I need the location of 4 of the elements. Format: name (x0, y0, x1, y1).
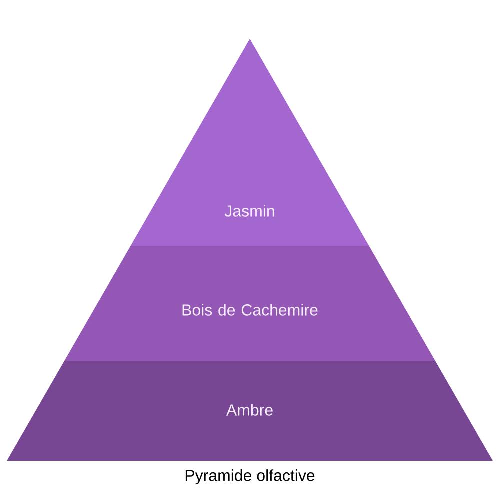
pyramid-tier: Jasmin (130, 39, 370, 246)
pyramid-tier: Bois de Cachemire (64, 246, 436, 361)
caption: Pyramide olfactive (186, 470, 315, 484)
pyramid-tier: Ambre (7, 361, 493, 461)
